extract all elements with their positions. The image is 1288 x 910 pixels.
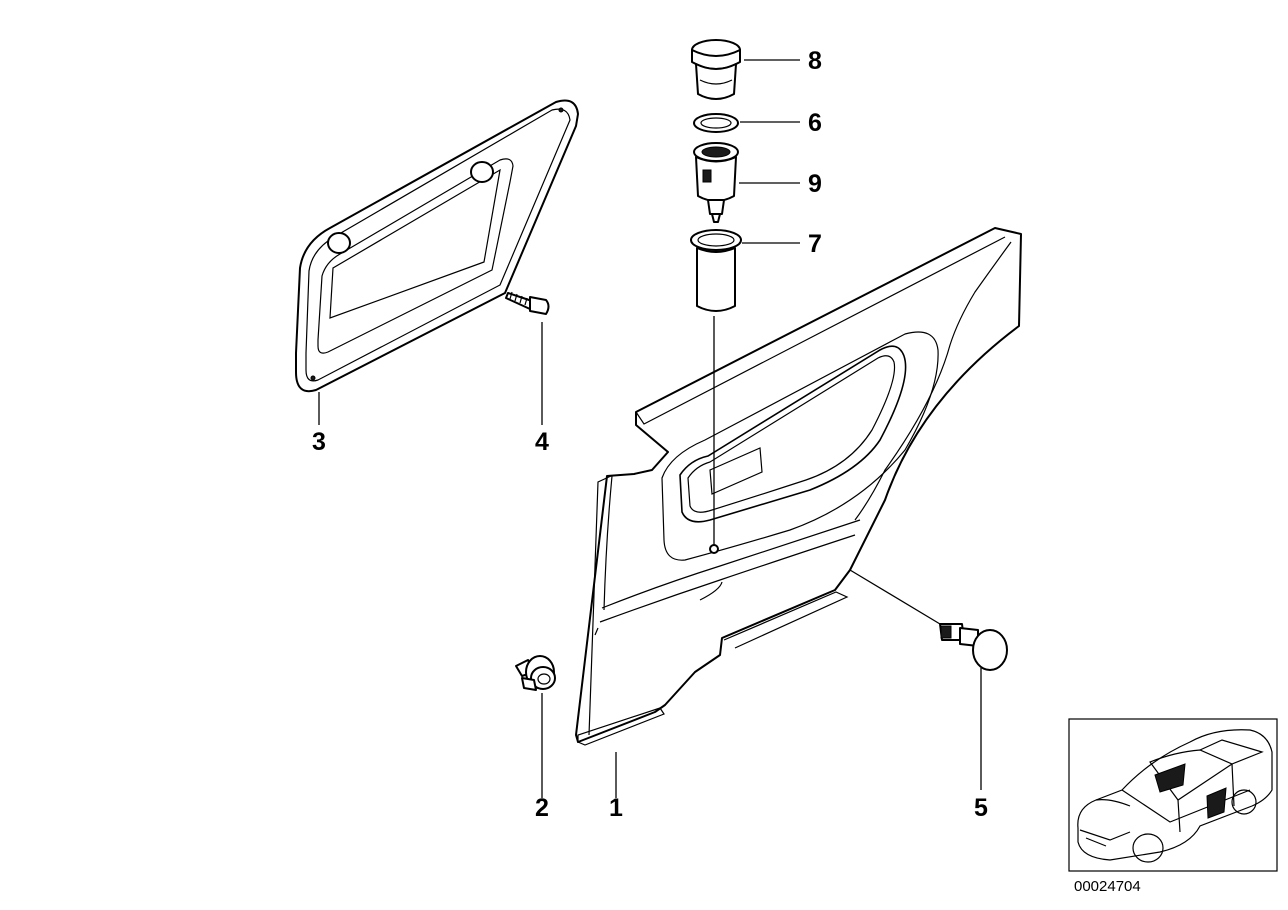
callout-2: 2	[535, 794, 549, 822]
callout-1: 1	[609, 794, 623, 822]
part-5-expanding-rivet[interactable]	[939, 623, 1008, 671]
part-7-sleeve[interactable]	[690, 229, 742, 312]
leader-lines	[318, 59, 982, 798]
diagram-code: 00024704	[1074, 878, 1141, 895]
callout-6: 6	[808, 109, 822, 137]
callout-7: 7	[808, 230, 822, 258]
part-4-screw[interactable]	[505, 291, 550, 315]
car-locator-inset	[1068, 718, 1278, 872]
callout-8: 8	[808, 47, 822, 75]
part-2-clip[interactable]	[515, 655, 556, 691]
callout-9: 9	[808, 170, 822, 198]
part-6-ring[interactable]	[693, 113, 739, 133]
part-9-socket[interactable]	[693, 142, 739, 223]
callout-4: 4	[535, 428, 549, 456]
part-3-insulation-panel[interactable]	[295, 99, 579, 393]
callout-3: 3	[312, 428, 326, 456]
part-1-side-trim-panel[interactable]	[575, 227, 1022, 746]
part-8-cap[interactable]	[691, 39, 741, 100]
callout-5: 5	[974, 794, 988, 822]
